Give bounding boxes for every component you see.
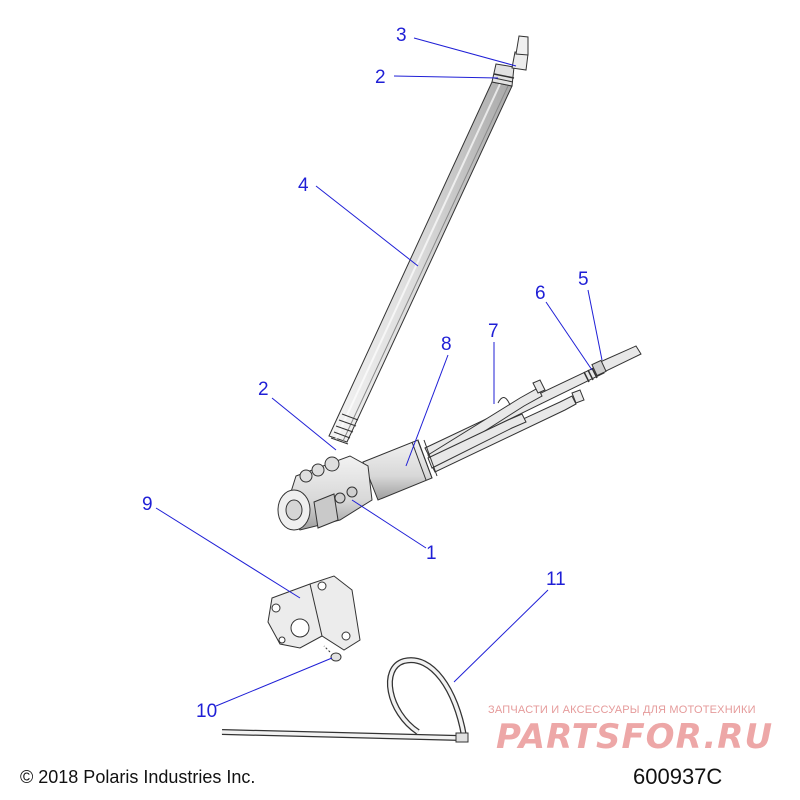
watermark-tagline: ЗАПЧАСТИ И АКСЕССУАРЫ ДЛЯ МОТОТЕХНИКИ: [488, 704, 756, 716]
callout-2-bottom: 2: [258, 379, 269, 400]
callout-11: 11: [546, 569, 566, 590]
hose-bundle-parts-5-6-7: [424, 345, 642, 473]
watermark: ЗАПЧАСТИ И АКСЕССУАРЫ ДЛЯ МОТОТЕХНИКИ PA…: [488, 704, 788, 764]
callout-1: 1: [426, 543, 437, 564]
copyright-text: © 2018 Polaris Industries Inc.: [20, 767, 256, 787]
cable-tie-part-11: [221, 657, 469, 743]
callout-8: 8: [441, 334, 452, 355]
sleeve-part-8: [362, 439, 438, 501]
figure-number: 600937C: [633, 764, 723, 789]
callout-5: 5: [578, 269, 589, 290]
leader-lines: [155, 37, 603, 707]
callout-6: 6: [535, 283, 546, 304]
watermark-brand: PARTSFOR.RU: [496, 717, 774, 757]
tube-part-4: [328, 35, 529, 445]
screw-part-10: [323, 645, 342, 662]
bracket-part-9: [267, 575, 361, 651]
callout-7: 7: [488, 321, 499, 342]
callout-3: 3: [396, 25, 407, 46]
actuator-body-part-1: [277, 455, 373, 531]
callout-9: 9: [142, 494, 153, 515]
callout-10: 10: [196, 701, 218, 722]
callout-2-top: 2: [375, 67, 386, 88]
callout-4: 4: [298, 175, 309, 196]
